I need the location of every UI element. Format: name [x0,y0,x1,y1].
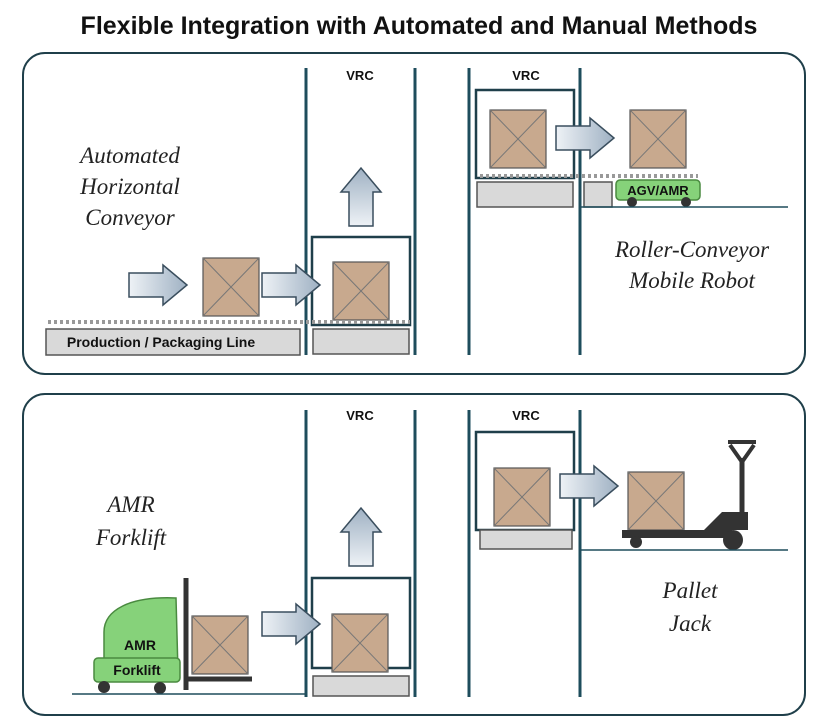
jack-body [704,512,748,530]
pallet-jack [580,440,788,551]
crate [332,261,390,321]
wheel [98,681,110,693]
jack-grip [728,443,756,466]
crate [202,257,260,317]
crate [331,613,389,673]
method-label: AMR [105,492,154,517]
wheel [154,682,166,694]
method-label: Roller-Conveyor [614,237,770,262]
wheel [630,536,642,548]
conveyor-bed [45,328,301,356]
vrc-platform [312,675,410,697]
method-label: Horizontal [79,174,180,199]
vrc-label: VRC [512,408,540,423]
crate [627,471,685,531]
top-vrc-left: VRC [304,68,417,355]
vrc-label: VRC [346,408,374,423]
crate [489,109,547,169]
method-label: Mobile Robot [628,268,755,293]
automated-conveyor: Automated Horizontal Conveyor Production… [45,143,410,356]
conveyor-label: Production / Packaging Line [67,334,255,350]
vrc-label: VRC [346,68,374,83]
page-title: Flexible Integration with Automated and … [80,12,758,40]
wheel [723,530,743,550]
vrc-platform [312,328,410,355]
forklift-base [93,657,181,683]
vrc-platform [476,181,574,208]
method-label: Conveyor [85,205,175,230]
crate [629,109,687,169]
bottom-panel: VRC VRC Pallet J [22,393,806,716]
method-label: Jack [669,611,712,636]
forklift-label: Forklift [113,662,161,678]
bottom-vrc-left: VRC [304,408,417,697]
agv-body [615,179,701,201]
crate [191,615,249,675]
vrc-platform [479,529,573,550]
agv-amr-robot: AGV/AMR [580,109,788,208]
agv-label: AGV/AMR [627,183,689,198]
amr-forklift: AMR Forklift AMR Forklift [72,492,321,695]
wheel [627,197,637,207]
method-label: Pallet [662,578,719,603]
method-label: Automated [78,143,180,168]
crate [493,467,551,527]
forklift-label: AMR [124,637,156,653]
method-label: Forklift [95,525,167,550]
agv-platform [583,181,613,208]
vrc-label: VRC [512,68,540,83]
forklift-body [103,597,179,673]
jack-forks [622,530,732,538]
top-panel: VRC VRC AGV/AMR [22,52,806,375]
wheel [681,197,691,207]
